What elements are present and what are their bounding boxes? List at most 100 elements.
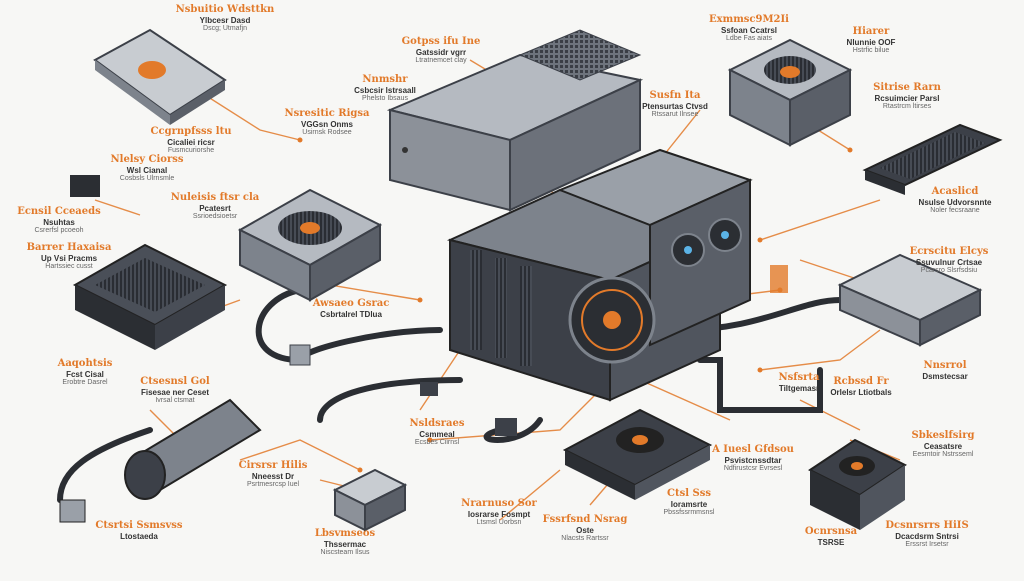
label-title: Ocnrsnsa	[804, 526, 858, 537]
label-desc: Hartssiec cusst	[45, 262, 93, 270]
label-title: Hiarer	[852, 26, 890, 37]
label-desc: Dscg; Utmafjn	[203, 24, 247, 32]
label-desc: Ldbe Fas aiats	[726, 34, 772, 42]
label-sub: Pcatesrt	[199, 203, 231, 213]
label-title: Dcsnrsrrs HiIS	[885, 520, 969, 531]
fan-unit-bottom-right	[808, 438, 907, 530]
label-title: Sbkeslfsirg	[911, 430, 975, 441]
label-sub: Cicaliei ricsr	[167, 137, 215, 147]
label-sub: Fisesae ner Ceset	[140, 387, 210, 397]
label-title: Nsldsraes	[409, 418, 465, 429]
label-title: Rcbssd Fr	[833, 376, 889, 387]
label-desc: Niscsteam Ilsus	[320, 548, 370, 556]
label-sub: Ceasatsre	[923, 441, 963, 451]
label-sub: Rcsuimcier Parsl	[874, 93, 940, 103]
label-sub: Ioramsrte	[670, 499, 708, 509]
label-sub: Ssfoan Ccatrsl	[720, 25, 778, 35]
label-desc: Ecsbes Ciirnsl	[414, 438, 460, 446]
label-desc: Erobtre Dasrel	[62, 378, 108, 386]
label-sub: Ltostaeda	[120, 531, 158, 541]
label-sub: Gatssidr vgrr	[415, 47, 467, 57]
label-desc: Rtastrcm ltirses	[882, 102, 932, 110]
label-title: Gotpss ifu Ine	[401, 36, 481, 47]
gpu-top-left	[93, 28, 227, 125]
label-sub: Wsl Cianal	[126, 165, 168, 175]
label-title: Nnsrrol	[923, 360, 967, 371]
label-title: Acaslicd	[931, 186, 979, 197]
label-title: Ctsrtsi Ssmsvss	[95, 520, 183, 531]
psu-left	[237, 188, 383, 302]
label-title: A Iuesl Gfdsou	[712, 444, 794, 455]
label-title: Nsresitic Rigsa	[284, 108, 370, 119]
label-desc: Csrerfsl pcoeoh	[34, 226, 84, 234]
label-title: Sitrise Rarn	[873, 82, 941, 93]
label-title: Nsfsrta	[778, 372, 820, 383]
label-sub: TSRSE	[817, 537, 845, 547]
label-sub: Csbrtalrel TDlua	[320, 309, 382, 319]
gray-box-right	[837, 253, 983, 347]
label-sub: Up Vsi Pracms	[40, 253, 98, 263]
label-desc: Fusmcuriorshe	[167, 146, 215, 154]
label-desc: Ivrsal ctsmat	[155, 396, 195, 404]
label-title: Barrer Haxaisa	[26, 242, 112, 253]
label-desc: Erssrst Irsetsr	[905, 540, 949, 548]
label-desc: Nlacsts Rartssr	[561, 534, 609, 542]
slim-device-right	[862, 123, 1003, 195]
label-desc: Rtssarut Ilnsee	[651, 110, 699, 118]
label-sub: Nneesst Dr	[251, 471, 295, 481]
label-desc: Phelsto Ibsaus	[362, 94, 408, 102]
label-title: Aaqohtsis	[57, 358, 113, 369]
label-title: Nuleisis ftsr cla	[170, 192, 260, 203]
label-title: Ctsesnsl Gol	[140, 376, 210, 387]
label-sub: Psvistcnssdtar	[724, 455, 782, 465]
label-sub: Tiltgemasr	[778, 383, 820, 393]
label-sub: Ylbcesr Dasd	[199, 15, 251, 25]
label-desc: Hstrfic bilue	[852, 46, 890, 54]
label-sub: Nlunnie OOF	[846, 37, 896, 47]
label-sub: Dcacdsrm Sntrsi	[895, 531, 959, 541]
label-desc: Usirnsk Rodsee	[302, 128, 352, 136]
label-sub: Thssermac	[323, 539, 367, 549]
connector-boxes	[70, 175, 788, 532]
label-sub: Oste	[576, 525, 594, 535]
server-chassis	[386, 29, 644, 212]
label-desc: Ltsmsl Uorbsn	[476, 518, 522, 526]
label-desc: Cosbsls Ulrnsmle	[119, 174, 175, 182]
label-desc: Ltratnemcet clay	[415, 56, 467, 64]
label-title: Cirsrsr Hilis	[238, 460, 308, 471]
label-sub: Orlelsr Ltiotbals	[830, 387, 892, 397]
label-title: Nlelsy Ciorss	[110, 154, 184, 165]
label-title: Nnmshr	[362, 74, 408, 85]
label-sub: Iosrarse Fosmpt	[467, 509, 531, 519]
label-desc: Ssrioedsioetsr	[192, 212, 238, 220]
label-title: Ecrscitu Elcys	[909, 246, 989, 257]
label-desc: Eesmtoir Nstrsseml	[912, 450, 974, 458]
psu-top-right	[727, 38, 853, 147]
label-desc: Psrtmesrcsp Iuel	[246, 480, 300, 488]
label-sub: Nsulse Udvorsnnte	[918, 197, 992, 207]
